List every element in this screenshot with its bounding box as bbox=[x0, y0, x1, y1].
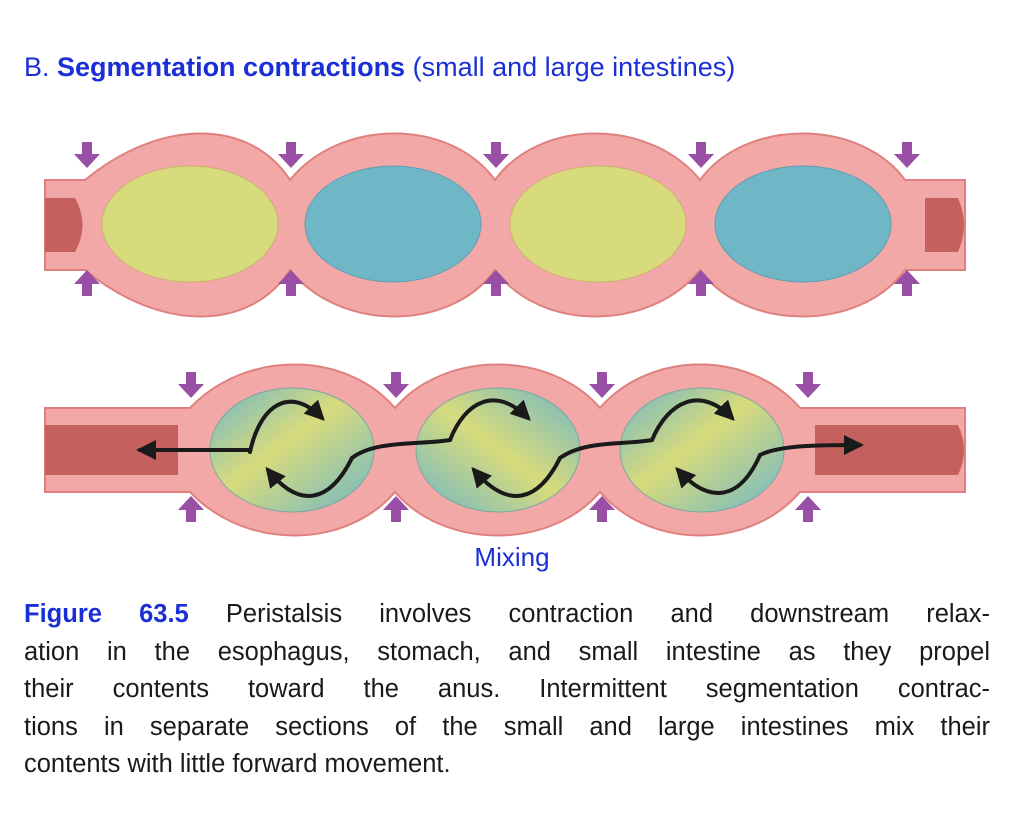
arrow-down-icon bbox=[178, 372, 204, 398]
arrow-up-icon bbox=[483, 270, 509, 296]
heading-prefix: B. bbox=[24, 52, 50, 82]
figure-label: Figure 63.5 bbox=[24, 600, 189, 628]
tube-wall bbox=[44, 132, 966, 318]
caption-line: ation in the esophagus, stomach, and sma… bbox=[24, 637, 990, 666]
caption-line: tions in separate sections of the small … bbox=[24, 712, 990, 741]
arrow-down-icon bbox=[589, 372, 615, 398]
arrow-down-icon bbox=[894, 142, 920, 168]
curved-arrow-icon bbox=[350, 438, 452, 460]
curved-arrow-icon bbox=[675, 453, 762, 495]
lumen-right bbox=[815, 425, 964, 475]
arrow-up-icon bbox=[74, 270, 100, 296]
caption-line: their contents toward the anus. Intermit… bbox=[24, 675, 990, 703]
heading-qualifier: (small and large intestines) bbox=[412, 52, 736, 82]
curved-arrow-icon bbox=[558, 438, 654, 460]
curved-arrow-icon bbox=[758, 435, 864, 457]
arrow-up-icon bbox=[178, 496, 204, 522]
arrow-down-icon bbox=[383, 372, 409, 398]
curved-arrow-icon bbox=[650, 398, 735, 442]
caption-line: contents with little forward movement. bbox=[24, 750, 451, 778]
lumen-right bbox=[925, 198, 964, 252]
lumen-left bbox=[45, 198, 83, 252]
arrow-down-icon bbox=[688, 142, 714, 168]
arrow-down-icon bbox=[795, 372, 821, 398]
lumen-left bbox=[45, 425, 178, 475]
contraction-arrows-bottom bbox=[178, 372, 821, 522]
arrow-up-icon bbox=[894, 270, 920, 296]
segmentation-tube-bottom bbox=[44, 363, 966, 537]
bolus-yellow bbox=[509, 165, 687, 283]
bolus-mixed bbox=[415, 387, 581, 513]
figure-caption: Figure 63.5 Peristalsis involves contrac… bbox=[24, 596, 990, 784]
arrow-up-icon bbox=[795, 496, 821, 522]
arrow-up-icon bbox=[589, 496, 615, 522]
mixing-arrows bbox=[136, 398, 864, 498]
mixing-label: Mixing bbox=[474, 542, 550, 572]
contraction-arrows-top bbox=[74, 142, 920, 296]
arrow-down-icon bbox=[278, 142, 304, 168]
caption-text: Peristalsis involves contraction and dow… bbox=[225, 600, 990, 628]
figure-heading: B. Segmentation contractions (small and … bbox=[24, 52, 735, 83]
bolus-blue bbox=[714, 165, 892, 283]
arrow-up-icon bbox=[383, 496, 409, 522]
curved-arrow-icon bbox=[448, 398, 531, 442]
bolus-mixed bbox=[619, 387, 785, 513]
bolus-blue bbox=[304, 165, 482, 283]
heading-title: Segmentation contractions bbox=[57, 52, 406, 82]
arrow-down-icon bbox=[483, 142, 509, 168]
segmentation-diagram bbox=[44, 132, 966, 537]
arrow-up-icon bbox=[688, 270, 714, 296]
curved-arrow-icon bbox=[248, 399, 325, 454]
curved-arrow-icon bbox=[265, 456, 354, 498]
bolus-yellow bbox=[101, 165, 279, 283]
arrow-up-icon bbox=[278, 270, 304, 296]
segmentation-tube-top bbox=[44, 132, 966, 318]
curved-arrow-icon bbox=[471, 456, 562, 498]
arrow-down-icon bbox=[74, 142, 100, 168]
caption-line: Figure 63.5 Peristalsis involves contrac… bbox=[24, 596, 990, 634]
